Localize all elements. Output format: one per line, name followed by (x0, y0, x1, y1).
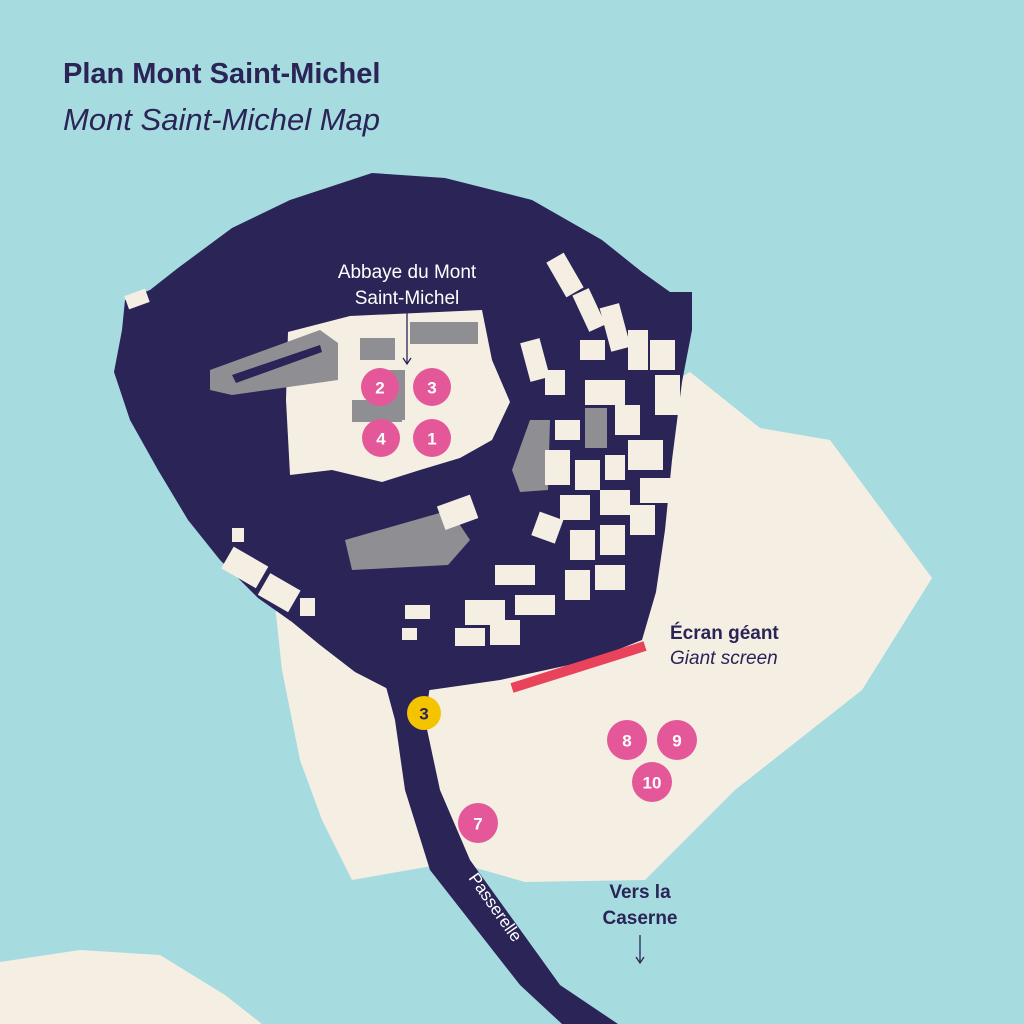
pin-2[interactable]: 2 (361, 368, 399, 406)
pin-3[interactable]: 3 (413, 368, 451, 406)
abbey-arrow-icon (402, 312, 412, 366)
pin-9[interactable]: 9 (657, 720, 697, 760)
abbey-label-line1: Abbaye du Mont (338, 262, 477, 283)
svg-text:3: 3 (419, 705, 428, 724)
svg-text:3: 3 (427, 379, 436, 398)
caserne-arrow-icon (635, 935, 645, 965)
svg-text:7: 7 (473, 815, 482, 834)
svg-text:1: 1 (427, 430, 436, 449)
pin-8[interactable]: 8 (607, 720, 647, 760)
giant-screen-marker (510, 641, 647, 693)
giant-screen-label-fr: Écran géant (670, 622, 779, 644)
abbey-label-line2: Saint-Michel (355, 288, 460, 309)
shore-land-bottom-left (0, 950, 262, 1024)
svg-text:4: 4 (376, 430, 386, 449)
pin-1[interactable]: 1 (413, 419, 451, 457)
pin-10[interactable]: 10 (632, 762, 672, 802)
svg-text:9: 9 (672, 732, 681, 751)
tower-building (124, 288, 150, 310)
svg-text:8: 8 (622, 732, 631, 751)
pin-7[interactable]: 7 (458, 803, 498, 843)
caserne-label-line2: Caserne (603, 908, 678, 929)
caserne-label-line1: Vers la (609, 882, 671, 903)
svg-text:2: 2 (375, 379, 384, 398)
svg-text:10: 10 (643, 774, 662, 793)
giant-screen-label-en: Giant screen (670, 648, 778, 669)
pin-4[interactable]: 4 (362, 419, 400, 457)
map-subtitle: Mont Saint-Michel Map (63, 102, 381, 137)
pin-yellow-3[interactable]: 3 (407, 696, 441, 730)
map-title: Plan Mont Saint-Michel (63, 58, 381, 90)
town-buildings (221, 252, 680, 646)
passerelle-path (382, 672, 618, 1024)
